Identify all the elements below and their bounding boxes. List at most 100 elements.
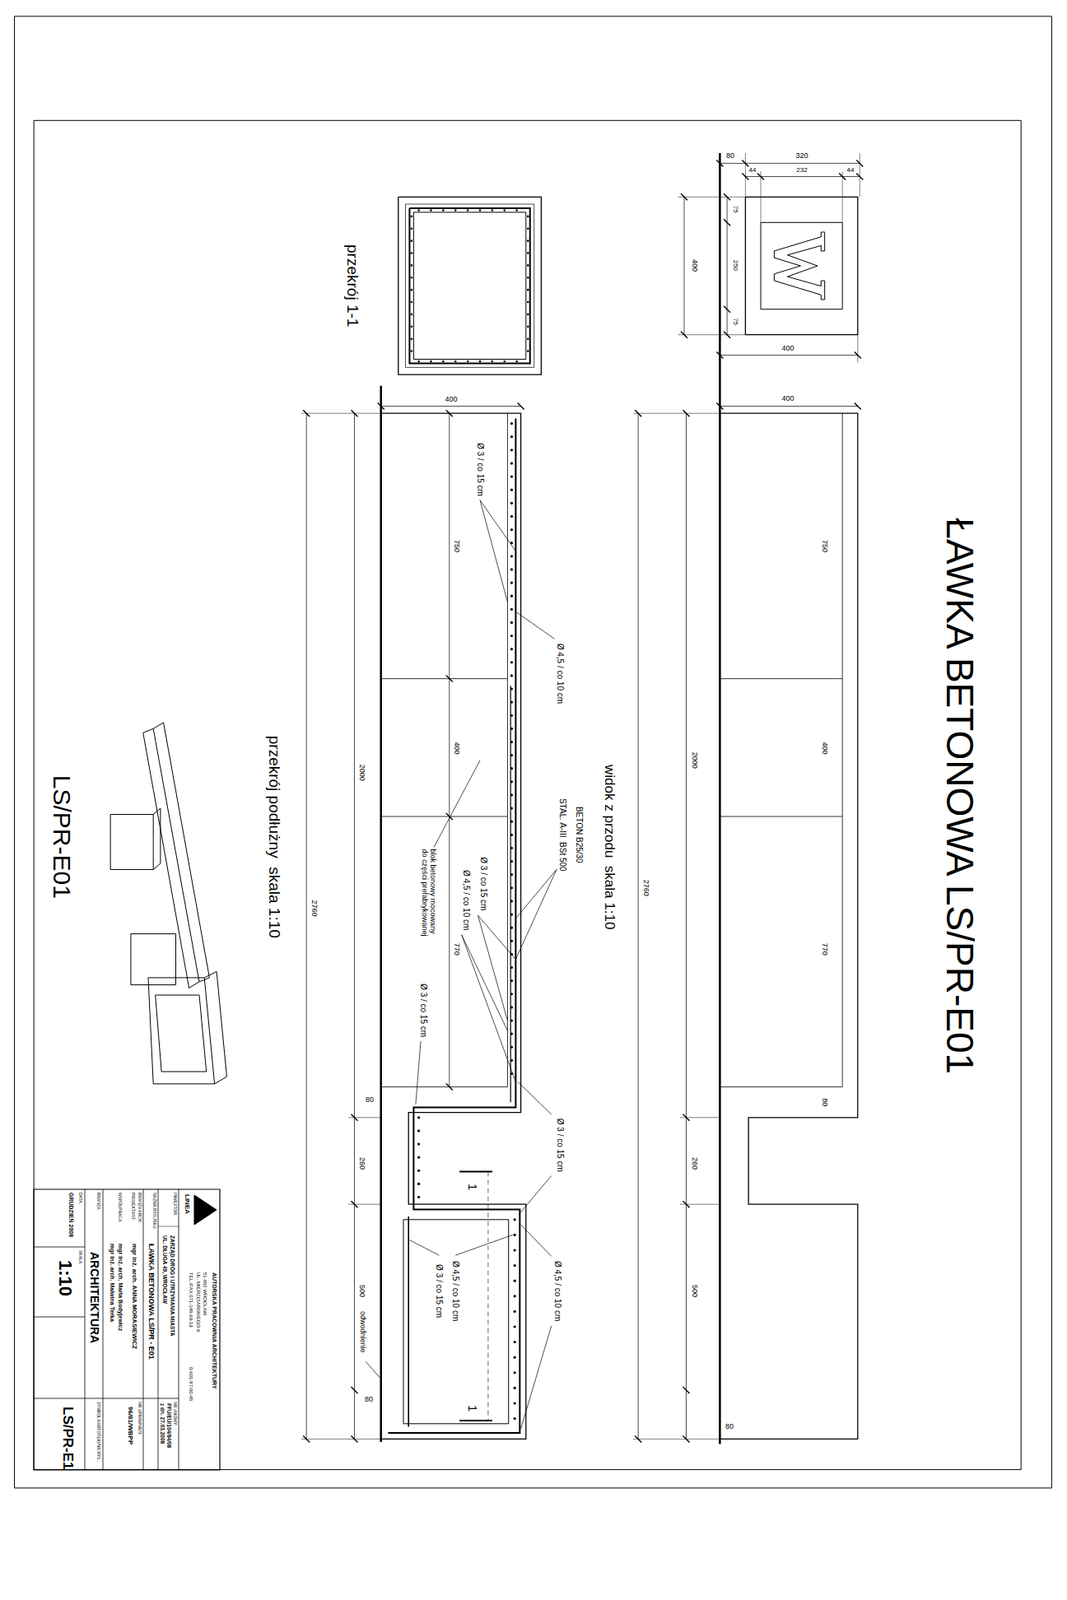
dimension-tick bbox=[723, 193, 731, 201]
rebar-dot bbox=[410, 288, 414, 292]
rebar-dot bbox=[510, 661, 513, 664]
extension-line bbox=[301, 413, 382, 415]
rebar-dot bbox=[479, 209, 482, 212]
dimension-text: 400 bbox=[444, 396, 459, 405]
rebar-dot bbox=[417, 1183, 420, 1186]
dimension-line bbox=[684, 196, 685, 335]
rebar-dot bbox=[510, 780, 513, 783]
dimension-text: 80 bbox=[363, 1396, 374, 1405]
rebar-dot bbox=[510, 740, 513, 744]
rebar-dot bbox=[510, 621, 513, 625]
rebar-dot bbox=[510, 581, 513, 584]
extension-line bbox=[348, 1204, 382, 1206]
rebar-dot bbox=[491, 209, 494, 212]
logo-triangle bbox=[194, 1195, 217, 1226]
rebar-dot bbox=[510, 714, 513, 718]
dimension-tick bbox=[517, 403, 525, 411]
rebar-dot bbox=[513, 1371, 517, 1375]
iso-sketch bbox=[148, 978, 215, 1085]
rebar-dot bbox=[417, 1169, 420, 1173]
dimension-text: 2000 bbox=[689, 751, 699, 770]
rebar-dot bbox=[510, 489, 513, 492]
titleblock-text: SYMBOL KARTOTEKI/NR RYS.: bbox=[96, 1401, 102, 1464]
section-cut-line bbox=[487, 1172, 489, 1422]
rebar-dot bbox=[417, 1129, 420, 1133]
rebar-dot bbox=[417, 209, 420, 212]
dimension-line bbox=[381, 405, 522, 407]
titleblock-text: ŁAWKA BETONOWA LS/PR - E01 bbox=[146, 1243, 155, 1361]
dimension-tick bbox=[682, 1387, 690, 1394]
titleblock-text: SKALA: bbox=[78, 1249, 84, 1267]
ground-line bbox=[379, 386, 383, 1443]
dimension-text: 44 bbox=[748, 167, 758, 175]
rebar-dot bbox=[526, 349, 530, 353]
titleblock-text: AUTORSKA PRACOWNIA ARCHITEKTURY bbox=[210, 1272, 218, 1391]
annotation: BETON B25/30 bbox=[574, 806, 584, 865]
dimension-text: 44 bbox=[846, 167, 856, 175]
rebar-dot bbox=[479, 360, 482, 364]
titleblock-line bbox=[143, 1189, 145, 1471]
rebar-dot bbox=[526, 301, 530, 304]
titleblock-text: NR UPRAWNIEŃ: bbox=[137, 1401, 143, 1436]
extension-line bbox=[678, 334, 746, 336]
leader-line bbox=[515, 869, 557, 919]
dimension-text: 80 bbox=[364, 1096, 375, 1105]
rebar-dot bbox=[510, 475, 513, 478]
titleblock-text: NR UMOWY: bbox=[172, 1401, 178, 1427]
dimension-text: 250 bbox=[731, 259, 740, 272]
dimension-text: 80 bbox=[725, 152, 736, 161]
titleblock-text: TEL./FAX 071-348-69-19 bbox=[187, 1272, 194, 1329]
extension-line bbox=[842, 171, 844, 223]
leader-line bbox=[515, 869, 557, 960]
rebar-line bbox=[409, 208, 530, 364]
annotation: Ø 4,5 / co 10 cm bbox=[554, 642, 564, 705]
leader-line bbox=[521, 1225, 552, 1257]
rebar-dot bbox=[510, 899, 513, 903]
rebar-dot bbox=[503, 360, 506, 364]
leader-line bbox=[455, 1234, 513, 1256]
dimension-line bbox=[719, 405, 858, 407]
rebar-dot bbox=[510, 554, 513, 558]
leader-line bbox=[478, 915, 517, 960]
dimension-tick bbox=[723, 306, 731, 313]
rebar-dot bbox=[417, 1142, 420, 1146]
section-outline bbox=[381, 413, 527, 1440]
titleblock-text: z dn. 27.03.2008 bbox=[159, 1402, 166, 1445]
titleblock-line bbox=[33, 1247, 85, 1249]
rebar-dot bbox=[513, 1234, 517, 1237]
cross-section-outline bbox=[398, 196, 542, 375]
annotation: Ø 3 / co 15 cm bbox=[478, 856, 488, 912]
rebar-line bbox=[387, 418, 520, 1434]
dimension-text: 500 bbox=[689, 1284, 699, 1299]
rebar-dot bbox=[417, 1116, 420, 1119]
rebar-dot bbox=[510, 647, 513, 651]
rebar-dot bbox=[510, 1019, 513, 1022]
sheet-border bbox=[14, 16, 1053, 1489]
titleblock-text: DATA: bbox=[78, 1192, 84, 1206]
rebar-dot bbox=[410, 349, 414, 353]
dimension-tick bbox=[446, 410, 453, 417]
leader-line bbox=[415, 1041, 421, 1105]
dimension-text: 80 bbox=[724, 1423, 735, 1432]
drawing-frame bbox=[33, 120, 1021, 1470]
dimension-text: 2760 bbox=[641, 879, 650, 898]
annotation: STAL. A-III BSt 500 bbox=[558, 797, 568, 873]
dimension-text: 400 bbox=[781, 395, 796, 404]
dimension-text: 750 bbox=[452, 539, 462, 554]
joint-line bbox=[381, 678, 508, 680]
titleblock-frame bbox=[33, 1189, 220, 1471]
rebar-dot bbox=[510, 727, 513, 731]
annotation: Ø 3 / co 15 cm bbox=[418, 983, 428, 1039]
rebar-dot bbox=[410, 326, 414, 329]
leader-line bbox=[433, 760, 480, 848]
titleblock-text: NAZWA RYSUNKU: bbox=[152, 1192, 158, 1231]
annotation: LS/PR-E01 bbox=[47, 774, 75, 900]
annotation: 1 bbox=[465, 1183, 480, 1192]
rebar-dot bbox=[510, 608, 513, 611]
section-mark bbox=[459, 1420, 493, 1422]
titleblock-text: UL. DŁUGA 49, WROCŁAW bbox=[162, 1234, 168, 1305]
dimension-line bbox=[354, 413, 355, 1440]
leader-line bbox=[409, 1240, 439, 1257]
